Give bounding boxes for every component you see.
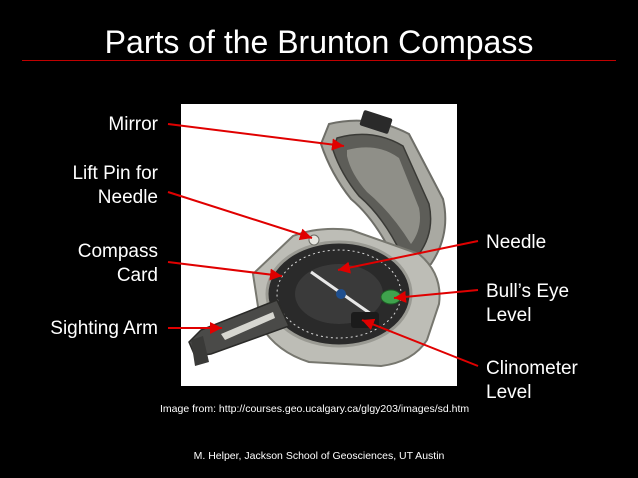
- label-clinometer-level: Clinometer Level: [486, 357, 578, 405]
- label-compass-card-line1: Compass: [77, 241, 158, 262]
- arrow-compass-card: [167, 261, 283, 281]
- arrow-needle: [337, 240, 479, 274]
- label-sighting-arm: Sighting Arm: [30, 317, 158, 341]
- slide-footer: M. Helper, Jackson School of Geosciences…: [193, 450, 445, 462]
- label-sighting-arm-text: Sighting Arm: [50, 318, 158, 339]
- label-compass-card-line2: Card: [116, 265, 158, 286]
- label-bulls-eye-level: Bull’s Eye Level: [486, 280, 569, 328]
- label-lift-pin-line1: Lift Pin for: [72, 163, 158, 184]
- label-lift-pin: Lift Pin for Needle: [58, 162, 158, 210]
- image-credit: Image from: http://courses.geo.ucalgary.…: [160, 403, 470, 415]
- sighting-arm: [188, 299, 291, 366]
- arrow-mirror: [167, 123, 345, 151]
- label-needle: Needle: [486, 231, 546, 255]
- slide-title: Parts of the Brunton Compass: [104, 24, 534, 60]
- label-clinometer-line1: Clinometer: [486, 358, 578, 379]
- label-needle-text: Needle: [486, 232, 547, 253]
- label-compass-card: Compass Card: [58, 240, 158, 288]
- arrow-bulls-eye: [393, 289, 479, 303]
- label-mirror: Mirror: [88, 113, 158, 137]
- label-bulls-eye-line2: Level: [486, 305, 532, 326]
- label-mirror-text: Mirror: [108, 114, 158, 135]
- arrow-clinometer: [361, 318, 479, 367]
- mirror-lid: [319, 110, 447, 281]
- label-clinometer-line2: Level: [486, 382, 532, 403]
- label-bulls-eye-line1: Bull’s Eye: [486, 281, 570, 302]
- arrow-lift-pin: [167, 191, 313, 241]
- title-divider: [22, 60, 616, 61]
- label-lift-pin-line2: Needle: [97, 187, 158, 208]
